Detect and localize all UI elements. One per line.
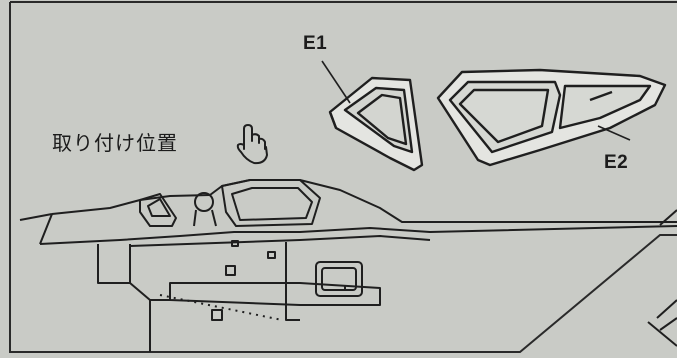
pointing-hand-icon (236, 124, 268, 165)
aircraft-fuselage-side-view (19, 179, 677, 352)
panel-frame (9, 2, 677, 353)
adjacent-panel-fragment (647, 209, 677, 347)
mounting-position-label: 取り付け位置 (52, 131, 178, 155)
leader-e2 (597, 125, 631, 141)
leader-e1 (321, 60, 351, 104)
part-label-e1: E1 (303, 33, 328, 54)
part-e2-canopy (436, 68, 667, 167)
part-e1-windscreen (328, 76, 424, 172)
part-label-e2: E2 (604, 152, 629, 173)
